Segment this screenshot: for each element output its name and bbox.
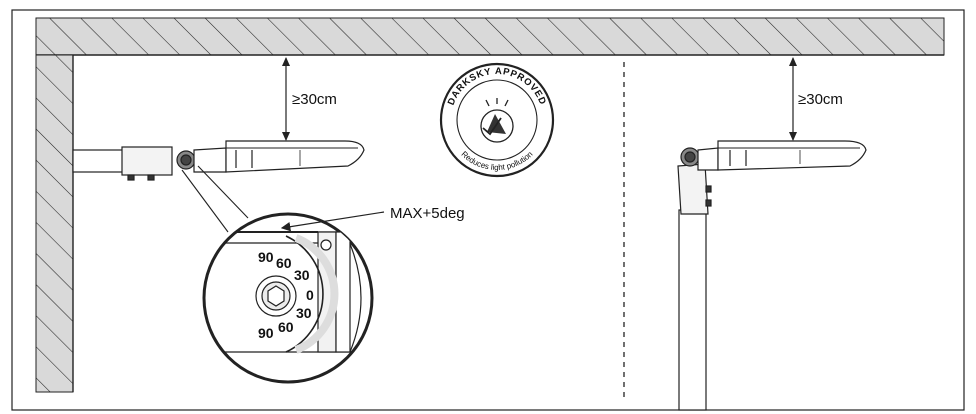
pole-luminaire xyxy=(677,140,867,411)
dial-tick-0: 0 xyxy=(306,287,314,303)
wall xyxy=(35,54,74,393)
clearance-label-left: ≥30cm xyxy=(292,91,337,108)
clearance-dimension-left xyxy=(282,57,290,141)
max-tilt-label: MAX+5deg xyxy=(390,205,465,222)
wall-luminaire xyxy=(72,140,365,181)
dial-tick-30-upper: 30 xyxy=(294,267,310,283)
ceiling xyxy=(35,17,945,56)
dial-tick-90-lower: 90 xyxy=(258,325,274,341)
dial-tick-60-upper: 60 xyxy=(276,255,292,271)
zoom-leader-2 xyxy=(197,165,249,219)
diagram-border xyxy=(11,9,965,411)
clearance-dimension-right xyxy=(789,57,797,141)
zoom-leader-1 xyxy=(181,169,229,233)
clearance-label-right: ≥30cm xyxy=(798,91,843,108)
darksky-approved-badge: DARKSKY APPROVED Reduces light pollution xyxy=(439,62,555,178)
tilt-detail-zoom: 90 60 30 0 30 60 90 xyxy=(202,212,374,384)
max-tilt-leader xyxy=(280,211,385,232)
dial-tick-30-lower: 30 xyxy=(296,305,312,321)
dial-tick-90-upper: 90 xyxy=(258,249,274,265)
badge-lamp-icon xyxy=(480,98,514,143)
dial-tick-60-lower: 60 xyxy=(278,319,294,335)
